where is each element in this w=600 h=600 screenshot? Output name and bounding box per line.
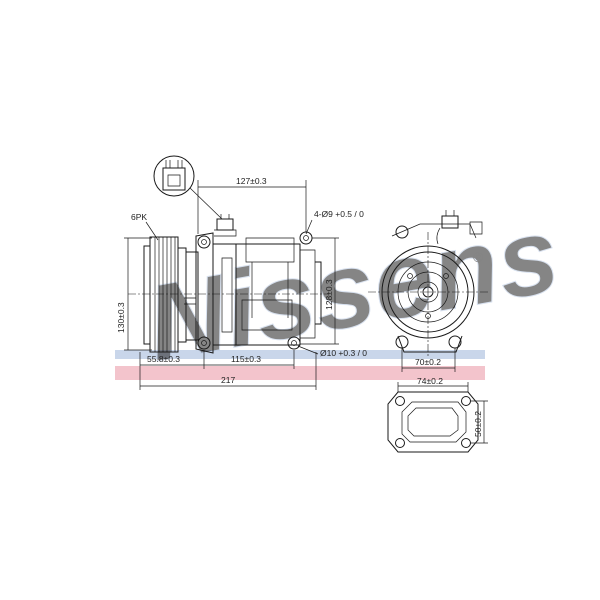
- rear-flange-view: [387, 391, 479, 453]
- dimensions-front: 70±0.2: [401, 348, 456, 372]
- dim-127: 127±0.3: [236, 176, 267, 186]
- front-housing-top: [391, 223, 477, 239]
- front-pulley-hub: [422, 286, 434, 298]
- connector: [214, 214, 237, 237]
- rear-flange-outline: [387, 391, 479, 453]
- label-6pk: 6PK: [131, 212, 147, 222]
- dimensions-rear: 74±0.2 50±0.2: [397, 376, 488, 444]
- dim-74: 74±0.2: [417, 376, 443, 386]
- connector-detail-callout: [153, 155, 223, 220]
- watermark-registered: ®: [473, 249, 484, 265]
- dim-hole-10: Ø10 +0.3 / 0: [320, 348, 367, 358]
- front-connector: [436, 210, 483, 245]
- watermark-band-blue: [115, 350, 485, 359]
- clutch-housing: [186, 251, 199, 341]
- dim-55-8: 55.8±0.3: [147, 354, 180, 364]
- front-mount-base: [397, 335, 463, 353]
- pulley: [143, 236, 187, 353]
- dim-115: 115±0.3: [231, 354, 261, 364]
- dimensions-side: 127±0.3 4-Ø9 +0.5 / 0 6PK 130±0.3 128±0.…: [116, 176, 367, 390]
- dim-217: 217: [221, 375, 235, 385]
- side-view: [128, 155, 328, 354]
- dim-mount-holes: 4-Ø9 +0.5 / 0: [314, 209, 364, 219]
- dim-128: 128±0.3: [324, 279, 334, 310]
- compressor-body: [184, 232, 322, 354]
- front-view: [368, 210, 488, 356]
- dim-130: 130±0.3: [116, 302, 126, 333]
- watermark-band-pink: [115, 366, 485, 380]
- dim-50: 50±0.2: [473, 411, 483, 437]
- dim-70: 70±0.2: [415, 357, 441, 367]
